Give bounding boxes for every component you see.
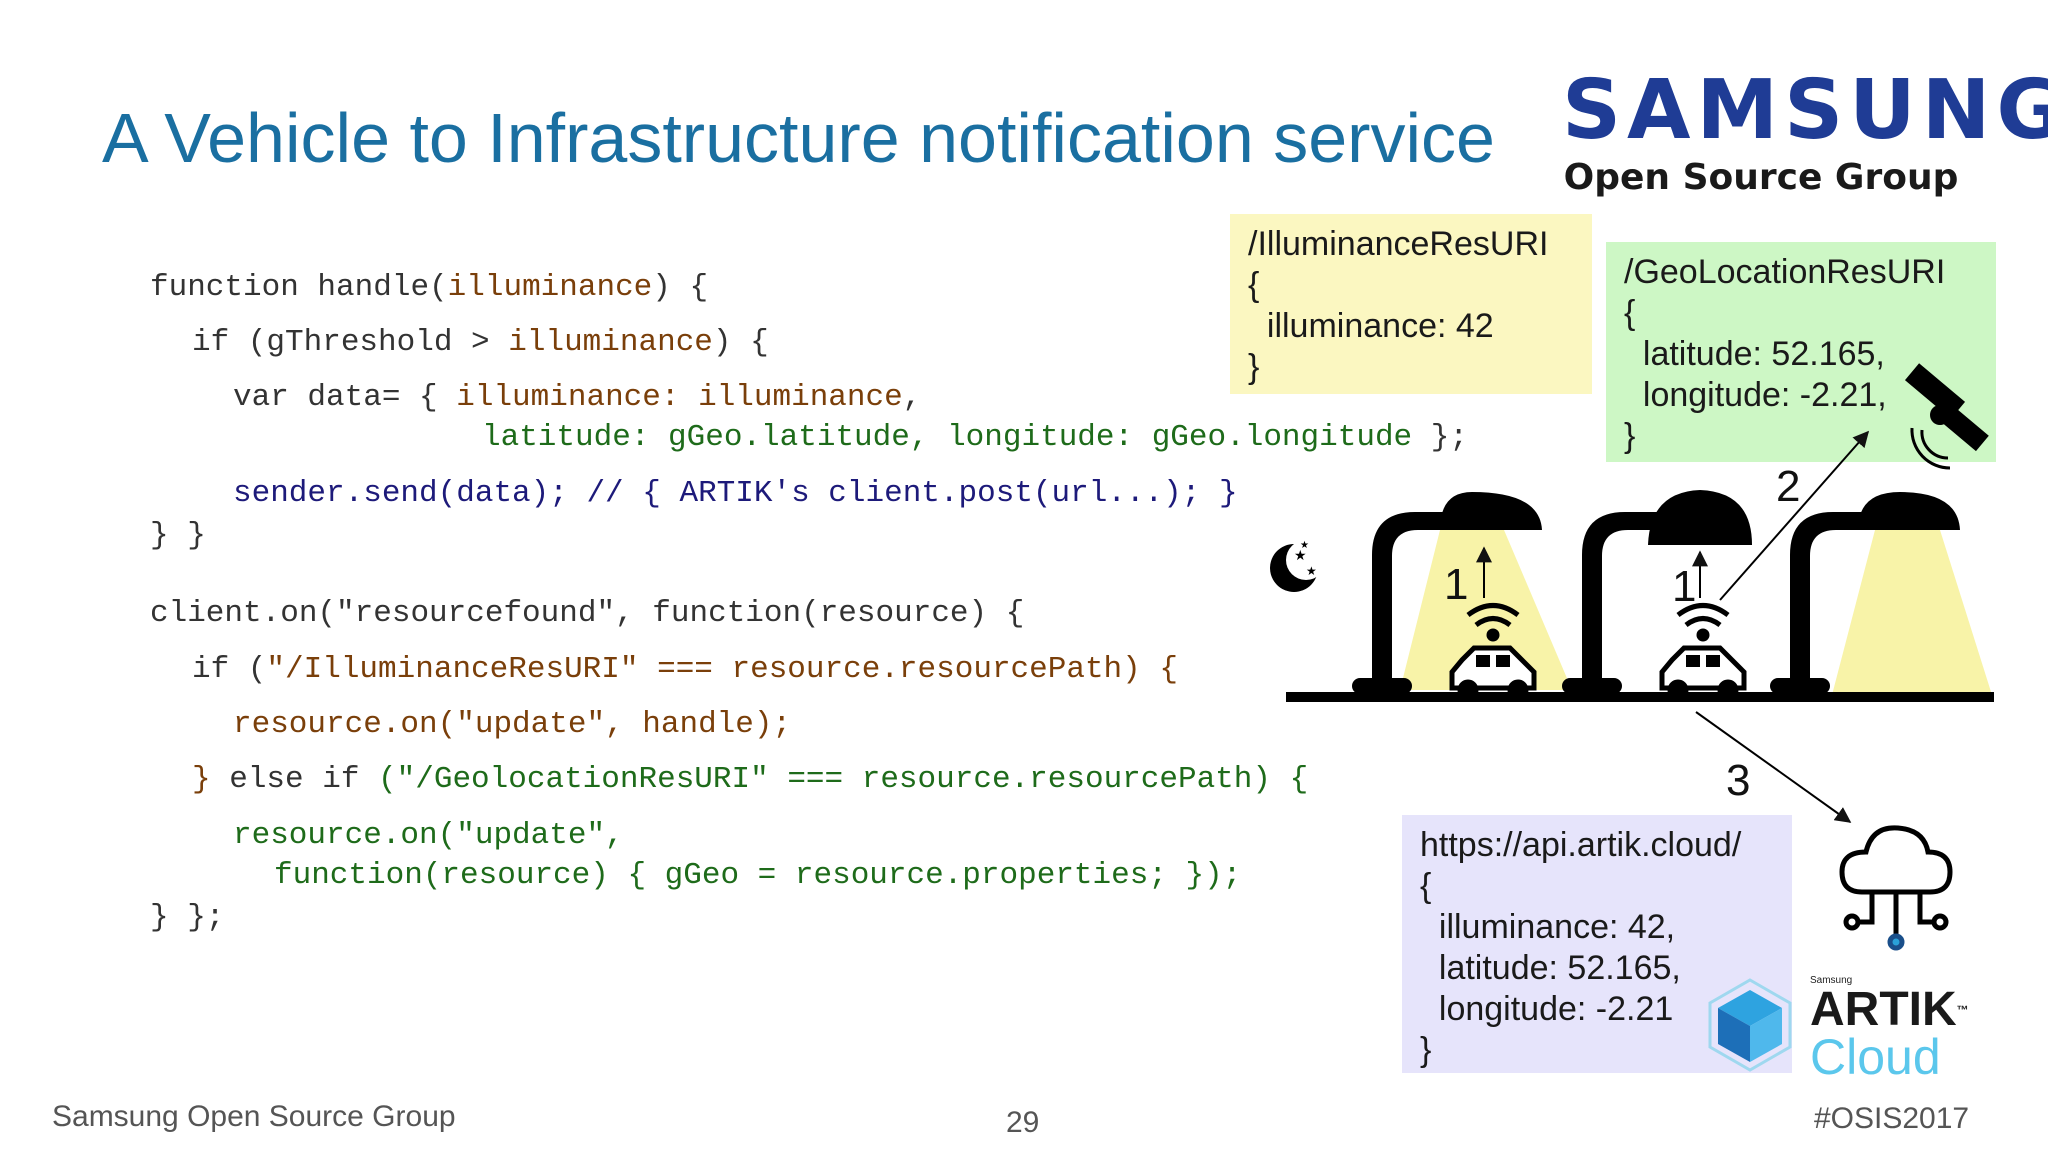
code-line: function(resource) { gGeo = resource.pro… xyxy=(274,858,1242,893)
artik-cloud-word: Cloud xyxy=(1810,1029,1941,1085)
svg-text:★: ★ xyxy=(1294,548,1307,564)
code-token: ) { xyxy=(712,325,769,360)
connected-car-icon xyxy=(1659,603,1747,701)
code-token: var data= { xyxy=(233,380,457,415)
arrow-to-satellite xyxy=(1719,430,1870,601)
step-label-1: 1 xyxy=(1672,562,1697,611)
code-line: var data= { illuminance: illuminance, xyxy=(233,380,921,416)
slide-title: A Vehicle to Infrastructure notification… xyxy=(102,99,1495,177)
artik-cloud-logo: Samsung ARTIK™ Cloud xyxy=(1810,975,1969,1085)
code-token: }; xyxy=(1412,420,1468,455)
code-token: function handle( xyxy=(150,270,448,305)
code-line: if ("/IlluminanceResURI" === resource.re… xyxy=(192,652,1178,688)
code-token: latitude: gGeo.latitude, longitude: gGeo… xyxy=(482,420,1413,455)
code-token: "/IlluminanceResURI" === resource.resour… xyxy=(266,652,1178,687)
code-line: if (gThreshold > illuminance) { xyxy=(192,325,769,361)
code-line: resource.on("update", handle); xyxy=(233,707,792,742)
illuminance-resource-box: /IlluminanceResURI { illuminance: 42 } xyxy=(1230,214,1592,394)
code-token: illuminance xyxy=(447,270,653,305)
code-token: if ( xyxy=(192,652,267,687)
artik-name: ARTIK xyxy=(1810,983,1957,1036)
svg-text:★: ★ xyxy=(1300,540,1309,551)
cloud-icon xyxy=(1839,825,1953,951)
step-label-2: 2 xyxy=(1776,462,1801,511)
satellite-icon xyxy=(1904,363,1989,470)
code-line: resource.on("update", xyxy=(233,818,624,853)
open-source-group-label: Open Source Group xyxy=(1563,157,1959,198)
code-line: } } xyxy=(150,518,206,553)
trademark-mark: ™ xyxy=(1956,1003,1969,1017)
svg-text:★: ★ xyxy=(1306,564,1317,578)
code-token: if (gThreshold > xyxy=(192,325,509,360)
street-lamp-icon xyxy=(1352,492,1542,694)
artik-wordmark: ARTIK™ xyxy=(1810,986,1969,1034)
code-line: } else if ("/GeolocationResURI" === reso… xyxy=(192,762,1308,798)
code-line: latitude: gGeo.latitude, longitude: gGeo… xyxy=(482,420,1468,456)
code-token: ("/GeolocationResURI" === resource.resou… xyxy=(378,762,1309,797)
artik-cube-icon xyxy=(1708,978,1792,1072)
arrow-to-cloud xyxy=(1695,711,1852,823)
artik-samsung-label: Samsung xyxy=(1810,975,1853,986)
code-token: , xyxy=(902,380,922,415)
geolocation-resource-box: /GeoLocationResURI { latitude: 52.165, l… xyxy=(1606,242,1996,462)
code-line: sender.send(data); // { ARTIK's client.p… xyxy=(233,476,1238,511)
connected-car-icon xyxy=(1449,603,1537,701)
code-token: ) { xyxy=(652,270,709,305)
step-label-1: 1 xyxy=(1444,560,1469,609)
step-label-3: 3 xyxy=(1726,756,1751,805)
code-line: function handle(illuminance) { xyxy=(150,270,708,306)
street-lamp-icon xyxy=(1562,490,1752,694)
moon-icon: ★ ★ ★ xyxy=(1270,540,1326,592)
code-token: illuminance: illuminance xyxy=(456,380,903,415)
code-token: illuminance xyxy=(508,325,713,360)
footer-hashtag: #OSIS2017 xyxy=(1814,1102,1970,1135)
page-number: 29 xyxy=(1006,1106,1040,1139)
street-lamp-icon xyxy=(1770,492,1960,694)
code-token: } xyxy=(192,762,230,797)
footer-org: Samsung Open Source Group xyxy=(52,1100,456,1133)
artik-cloud-request-box: https://api.artik.cloud/ { illuminance: … xyxy=(1402,815,1792,1073)
code-token: else if xyxy=(229,762,379,797)
light-cone-1 xyxy=(1400,530,1572,690)
road xyxy=(1286,692,1994,702)
code-line: } }; xyxy=(150,900,225,935)
code-line: client.on("resourcefound", function(reso… xyxy=(150,596,1025,631)
light-cone-3 xyxy=(1832,530,1992,695)
